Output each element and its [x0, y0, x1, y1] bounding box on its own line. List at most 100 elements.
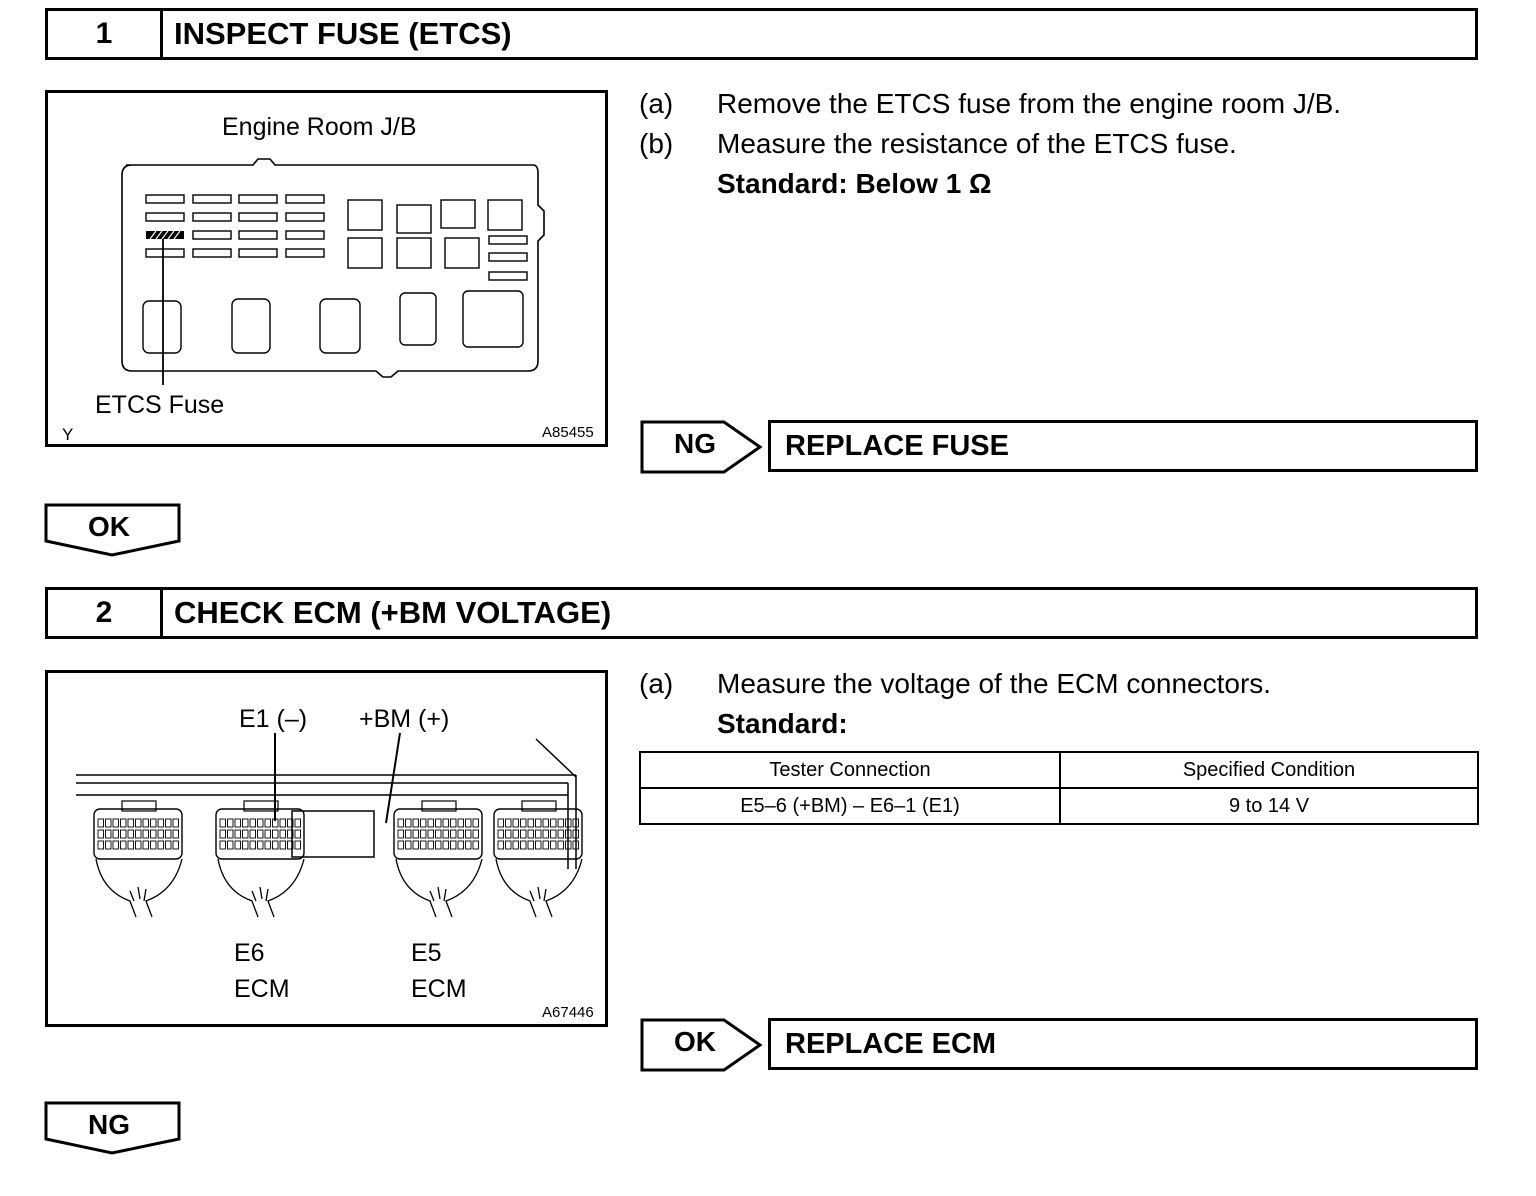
- connector-pin: [442, 818, 449, 828]
- ecm-figure: E1 (–) +BM (+) E6 ECM E5 ECM A67446: [45, 670, 608, 1027]
- connector-pin: [512, 818, 519, 828]
- connector-pin: [527, 840, 534, 850]
- connector-body: [93, 808, 183, 860]
- connector-pin: [172, 840, 179, 850]
- connector-pin: [264, 840, 271, 850]
- step1-number: 1: [48, 11, 163, 57]
- connector-pin: [405, 829, 412, 839]
- bm-positive-label: +BM (+): [359, 705, 450, 733]
- connector-pin: [234, 829, 241, 839]
- connector-pin: [512, 840, 519, 850]
- instruction-text: Measure the voltage of the ECM connector…: [717, 668, 1272, 699]
- connector-pin: [219, 818, 226, 828]
- connector-group: [93, 800, 583, 918]
- connector-pin: [294, 840, 301, 850]
- connector-pin: [527, 829, 534, 839]
- ecm-drawing: [76, 732, 583, 918]
- figure-corner-mark: Y: [62, 425, 74, 444]
- e5-connector-name: ECM: [411, 975, 467, 1003]
- connector-pin: [257, 840, 264, 850]
- step2-header: 2 CHECK ECM (+BM VOLTAGE): [45, 587, 1478, 639]
- ok-arrow-label: OK: [88, 511, 130, 542]
- connector-pin: [535, 840, 542, 850]
- connector-pin: [249, 829, 256, 839]
- connector-pin: [105, 840, 112, 850]
- connector-pin: [505, 840, 512, 850]
- instruction-item: (a) Remove the ETCS fuse from the engine…: [639, 84, 1519, 124]
- connector-pin: [520, 840, 527, 850]
- wire-harness: [95, 858, 183, 918]
- connector-pin: [227, 840, 234, 850]
- connector-lock: [243, 800, 279, 812]
- connector-pin: [512, 829, 519, 839]
- instruction-text: Measure the resistance of the ETCS fuse.: [717, 128, 1237, 159]
- connector-pin: [435, 840, 442, 850]
- step2-title: CHECK ECM (+BM VOLTAGE): [174, 595, 612, 630]
- connector-pin: [264, 829, 271, 839]
- connector-pin: [120, 829, 127, 839]
- connector-pin: [264, 818, 271, 828]
- instruction-label: (b): [639, 128, 674, 159]
- connector-pin: [550, 818, 557, 828]
- connector-pin: [112, 818, 119, 828]
- ng-down-arrow: [44, 1101, 181, 1155]
- connector-pin: [172, 818, 179, 828]
- figure-id: A85455: [542, 424, 594, 441]
- connector-pin: [450, 829, 457, 839]
- connector-lock: [421, 800, 457, 812]
- connector-pin: [112, 829, 119, 839]
- connector-pin: [520, 818, 527, 828]
- connector-pin: [420, 829, 427, 839]
- ok-down-arrow: [44, 503, 181, 557]
- connector-pin: [457, 829, 464, 839]
- connector-pin: [435, 818, 442, 828]
- connector-pin: [135, 818, 142, 828]
- connector-pin: [465, 818, 472, 828]
- connector-pin: [472, 840, 479, 850]
- connector-pin: [294, 829, 301, 839]
- connector-pin: [165, 840, 172, 850]
- connector-pin: [242, 829, 249, 839]
- connector-pin: [150, 818, 157, 828]
- connector-pin: [127, 840, 134, 850]
- standard-spec: Standard: Below 1 Ω: [717, 168, 992, 199]
- step1-header: 1 INSPECT FUSE (ETCS): [45, 8, 1478, 60]
- connector-pin: [142, 840, 149, 850]
- connector-pin: [142, 829, 149, 839]
- connector-pin: [427, 818, 434, 828]
- connector-pin: [412, 840, 419, 850]
- connector-pin: [557, 818, 564, 828]
- ok-result-box: REPLACE ECM: [768, 1018, 1478, 1070]
- connector-pin: [535, 818, 542, 828]
- table-header: Tester Connection: [639, 751, 1061, 789]
- step1-title: INSPECT FUSE (ETCS): [174, 16, 512, 51]
- connector-pin: [105, 829, 112, 839]
- connector-pin: [105, 818, 112, 828]
- instruction-item: (a) Measure the voltage of the ECM conne…: [639, 664, 1519, 704]
- connector-pin: [172, 829, 179, 839]
- connector-pin: [397, 818, 404, 828]
- connector-pin: [397, 840, 404, 850]
- connector-pin: [242, 840, 249, 850]
- connector-pin: [150, 829, 157, 839]
- connector-pin: [287, 818, 294, 828]
- standard-spec: Standard:: [717, 708, 848, 739]
- connector-pin: [542, 840, 549, 850]
- instruction-label: (a): [639, 88, 674, 119]
- connector-body: [215, 808, 305, 860]
- ok-tag-arrow: [640, 1018, 763, 1072]
- connector-body: [493, 808, 583, 860]
- connector-pin: [542, 818, 549, 828]
- connector-pin: [294, 818, 301, 828]
- ng-arrow-label: NG: [88, 1109, 130, 1140]
- connector-pin: [427, 829, 434, 839]
- connector-lock: [521, 800, 557, 812]
- connector-pin: [420, 840, 427, 850]
- table-header: Specified Condition: [1059, 751, 1479, 789]
- connector-pin: [427, 840, 434, 850]
- connector-pin: [565, 840, 572, 850]
- connector-pin: [505, 818, 512, 828]
- connector-pin: [287, 829, 294, 839]
- connector-pin: [142, 818, 149, 828]
- connector-pin: [249, 840, 256, 850]
